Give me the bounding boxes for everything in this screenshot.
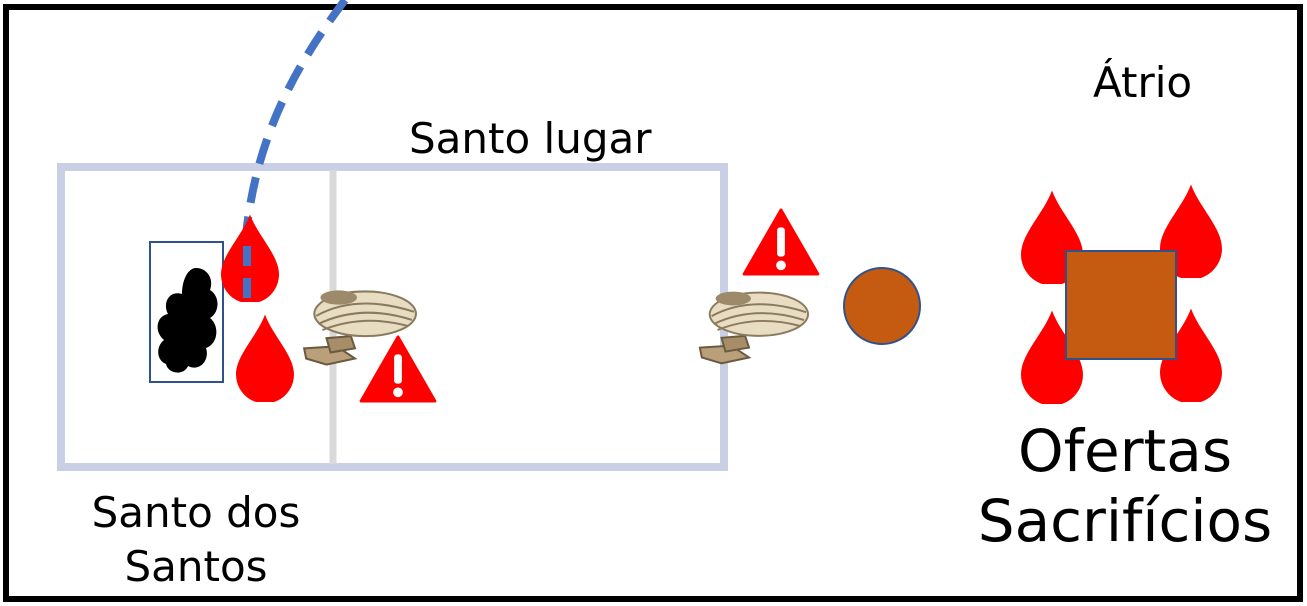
label-ofertas-sacrificios: Ofertas Sacrifícios xyxy=(965,416,1285,556)
bronze-laver-circle xyxy=(843,267,921,345)
cloud-icon xyxy=(157,268,218,373)
courtyard-border xyxy=(3,4,1303,602)
label-ofertas-line2: Sacrifícios xyxy=(977,487,1273,555)
warning-icon xyxy=(359,335,437,403)
altar-of-sacrifice xyxy=(1065,250,1177,360)
label-santo-lugar: Santo lugar xyxy=(409,114,652,163)
label-santo-dos-santos-line2: Santos xyxy=(124,542,268,591)
label-ofertas-line1: Ofertas xyxy=(1017,417,1233,485)
blood-drop-icon xyxy=(236,314,294,402)
label-atrio: Átrio xyxy=(1093,58,1193,107)
label-santo-dos-santos: Santo dos Santos xyxy=(83,486,309,594)
warning-icon xyxy=(742,208,820,276)
high-priest-path xyxy=(242,0,349,300)
laver-icon xyxy=(698,290,810,365)
label-santo-dos-santos-line1: Santo dos xyxy=(91,488,301,537)
